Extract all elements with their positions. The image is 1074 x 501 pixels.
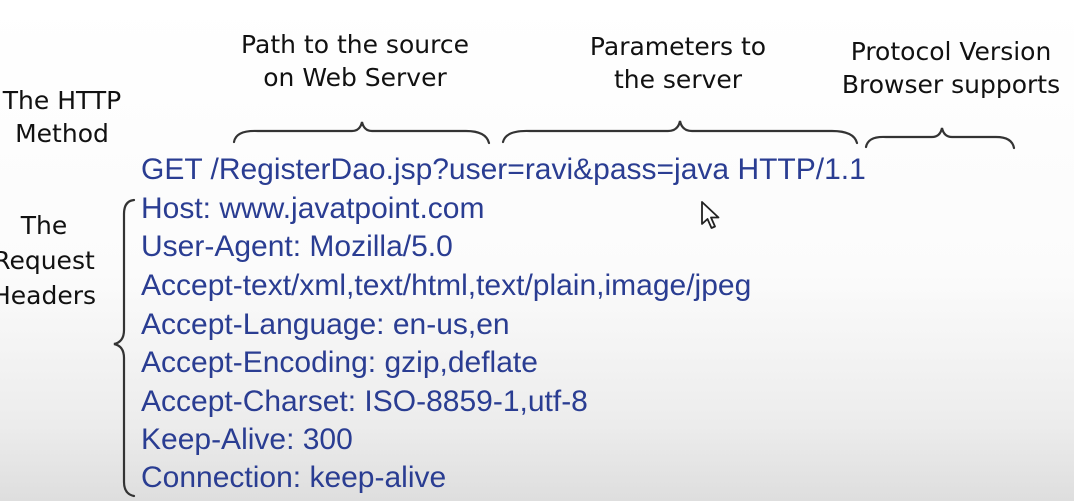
annotation-headers-line-2: Request [0,246,95,275]
header-accept: Accept-text/xml,text/html,text/plain,ima… [141,269,752,302]
annotation-method-line-2: Method [15,119,109,148]
annotation-path-to-source: Path to the source on Web Server [232,28,478,94]
header-host: Host: www.javatpoint.com [141,192,485,225]
annotation-headers-line-1: The [20,211,68,240]
request-query: ?user=ravi&pass=java [432,153,730,186]
header-user-agent: User-Agent: Mozilla/5.0 [141,230,453,263]
brace-params-icon [501,120,859,145]
header-accept-encoding: Accept-Encoding: gzip,deflate [141,346,538,379]
annotation-params-line-2: the server [613,65,743,94]
annotation-method-line-1: The HTTP [2,86,122,115]
request-protocol: HTTP/1.1 [737,153,866,186]
annotation-headers-line-3: Headers [0,281,97,310]
annotation-request-headers: The Request Headers [0,208,104,313]
mouse-pointer-icon [701,201,720,229]
header-connection: Connection: keep-alive [141,461,447,494]
brace-protocol-icon [864,127,1016,150]
brace-headers-icon [113,198,136,498]
brace-path-icon [232,121,491,145]
request-line: GET /RegisterDao.jsp?user=ravi&pass=java… [141,151,866,189]
annotation-protocol-version: Protocol Version Browser supports [832,35,1070,101]
request-method: GET [141,153,203,186]
annotation-http-method: The HTTP Method [0,84,132,150]
annotation-protocol-line-2: Browser supports [841,70,1061,99]
annotation-path-line-1: Path to the source [241,30,469,59]
header-keep-alive: Keep-Alive: 300 [141,423,353,456]
request-path: /RegisterDao.jsp [210,153,433,186]
annotation-path-line-2: on Web Server [263,63,447,92]
header-accept-language: Accept-Language: en-us,en [141,308,510,341]
annotation-protocol-line-1: Protocol Version [850,37,1052,66]
annotation-params-line-1: Parameters to [589,32,767,61]
header-accept-charset: Accept-Charset: ISO-8859-1,utf-8 [141,385,588,418]
annotation-parameters: Parameters to the server [580,30,776,96]
